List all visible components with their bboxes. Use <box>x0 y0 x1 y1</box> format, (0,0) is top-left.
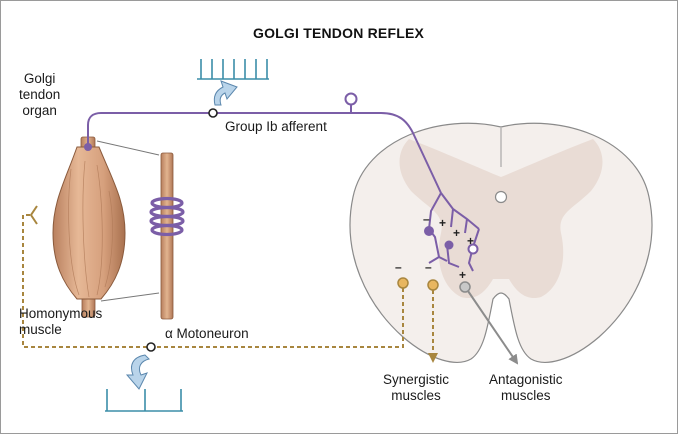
afferent-recording-point <box>208 108 218 118</box>
afferent-spike-train <box>197 59 269 80</box>
antagonistic-axon <box>467 290 519 365</box>
sign-minus-1: – <box>423 212 430 226</box>
alpha-motoneuron-path <box>22 214 438 363</box>
magnify-line-top <box>96 140 160 156</box>
inhibitory-interneuron-2 <box>444 240 454 250</box>
motoneuron-recording-point <box>146 342 156 352</box>
sign-minus-3: – <box>425 260 432 274</box>
motoneuron-spike-train <box>105 389 183 412</box>
group-ib-afferent-label: Group Ib afferent <box>225 119 327 134</box>
afferent-recording-arrow <box>213 80 238 106</box>
alpha-motoneuron-label: α Motoneuron <box>165 326 249 341</box>
inhibitory-interneuron-1 <box>424 226 434 236</box>
antagonistic-muscles-label: Antagonistic muscles <box>489 372 563 403</box>
sign-plus-4: + <box>459 268 466 282</box>
sign-minus-2: – <box>395 260 402 274</box>
magnified-tendon-fiber <box>149 152 185 320</box>
golgi-organ-coils <box>149 196 185 237</box>
central-canal <box>494 190 508 204</box>
homonymous-muscle-label: Homonymous muscle <box>19 306 103 337</box>
afferent-cell-body <box>344 92 358 106</box>
motoneuron-recording-arrow <box>125 354 150 390</box>
group-ib-afferent <box>87 105 480 272</box>
antagonistic-motoneuron <box>459 281 471 293</box>
synergistic-muscles-label: Synergistic muscles <box>383 372 450 403</box>
homonymous-muscle <box>52 146 126 300</box>
excitatory-interneuron <box>467 243 479 255</box>
magnify-line-bottom <box>100 292 160 302</box>
sign-plus-3: + <box>467 234 474 248</box>
sign-plus-2: + <box>453 226 460 240</box>
golgi-tendon-organ-label: Golgi tendon organ <box>19 71 61 118</box>
synergistic-motoneuron <box>427 279 439 291</box>
homonymous-motoneuron <box>397 277 409 289</box>
muscle-striations <box>68 160 113 298</box>
sign-plus-1: + <box>439 216 446 230</box>
diagram-title: GOLGI TENDON REFLEX <box>253 25 425 41</box>
gray-matter <box>399 139 603 299</box>
motor-end-plate <box>29 205 38 225</box>
spinal-cord <box>349 122 653 363</box>
